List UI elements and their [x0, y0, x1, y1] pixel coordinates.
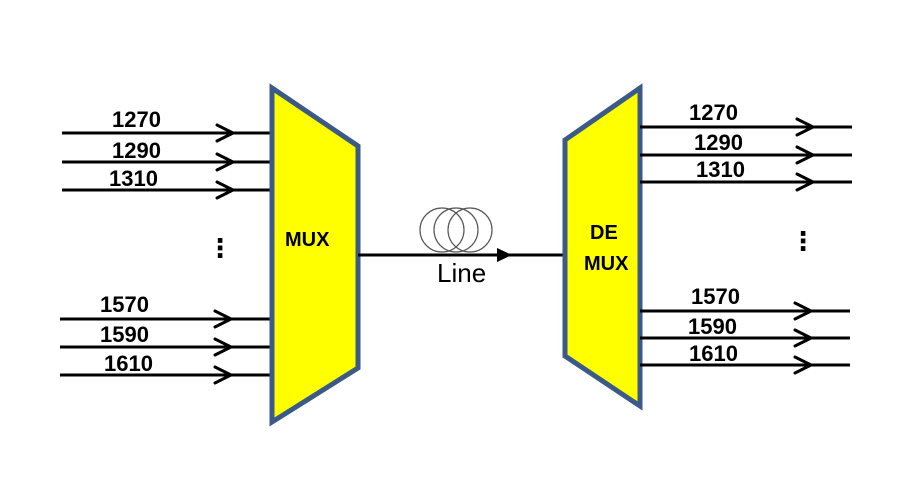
mux-input-wire: 1590 [60, 322, 270, 357]
mux-input-wire: 1610 [60, 351, 270, 385]
arrow-icon [793, 301, 813, 321]
arrow-icon [497, 248, 512, 262]
arrow-icon [795, 117, 815, 137]
arrow-icon [795, 172, 815, 192]
wavelength-label: 1290 [112, 138, 161, 163]
arrow-icon [793, 355, 813, 375]
arrow-icon [213, 337, 233, 357]
fiber-coil-icon [419, 207, 493, 253]
mux-input-wire: 1570 [60, 292, 270, 329]
wavelength-label: 1270 [689, 100, 738, 125]
demux-output-wire: 1290 [640, 130, 852, 165]
arrow-icon [793, 328, 813, 348]
arrow-icon [215, 152, 235, 172]
arrow-icon [215, 180, 235, 200]
wavelength-label: 1310 [109, 166, 158, 191]
demux-output-wire: 1590 [640, 314, 850, 348]
mux-block: MUX [269, 83, 361, 427]
arrow-icon [213, 309, 233, 329]
demux-output-wire: 1270 [640, 100, 852, 137]
mux-input-wire: 1310 [62, 166, 272, 200]
ellipsis-icon: ⋮ [207, 233, 233, 263]
mux-input-group-top: 1270 1290 1310 [62, 107, 272, 200]
line-label: Line [437, 258, 486, 288]
wavelength-label: 1610 [689, 341, 738, 366]
wavelength-label: 1290 [694, 130, 743, 155]
demux-label-line2: MUX [584, 253, 629, 275]
wavelength-label: 1590 [100, 322, 149, 347]
mux-input-wire: 1290 [62, 138, 272, 172]
wavelength-label: 1590 [688, 314, 737, 339]
mux-input-wire: 1270 [62, 107, 272, 143]
wavelength-label: 1310 [696, 157, 745, 182]
demux-output-wire: 1610 [640, 341, 850, 375]
fiber-line: Line [358, 207, 565, 288]
ellipsis-icon: ⋮ [790, 226, 816, 256]
demux-output-group-bottom: 1570 1590 1610 [640, 284, 850, 375]
demux-block: DE MUX [562, 83, 643, 411]
demux-output-wire: 1570 [640, 284, 850, 321]
wavelength-label: 1570 [100, 292, 149, 317]
mux-input-group-bottom: 1570 1590 1610 [60, 292, 270, 385]
demux-label-line1: DE [590, 222, 618, 244]
wavelength-label: 1610 [104, 351, 153, 376]
demux-output-wire: 1310 [640, 157, 852, 192]
arrow-icon [213, 365, 233, 385]
demux-output-group-top: 1270 1290 1310 [640, 100, 852, 192]
wavelength-label: 1270 [112, 107, 161, 132]
arrow-icon [215, 123, 235, 143]
wavelength-label: 1570 [691, 284, 740, 309]
arrow-icon [795, 145, 815, 165]
mux-label: MUX [285, 229, 330, 251]
